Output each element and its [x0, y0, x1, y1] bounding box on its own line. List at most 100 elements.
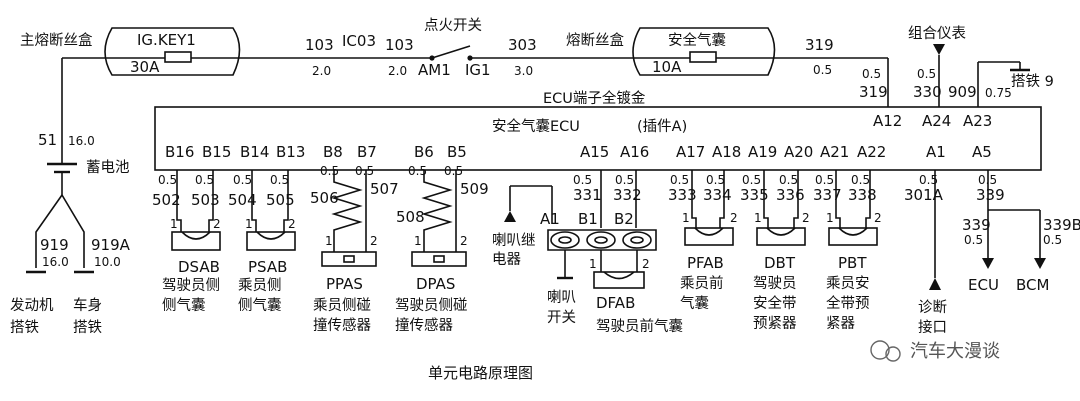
dbt-squib-icon — [766, 227, 796, 236]
horn-and-dfab-circuit: 喇叭继 电器 0.5 331 0.5 332 A1 B1 B2 喇叭 开关 1 … — [492, 170, 683, 335]
wire-334: 334 — [703, 186, 732, 204]
horn-relay-line2: 电器 — [492, 251, 521, 268]
pin-a22: A22 — [857, 143, 886, 161]
bcm-output-label: BCM — [1016, 276, 1049, 294]
clock-spring-coil-b1-icon — [586, 231, 616, 249]
pfab-squib-icon — [694, 227, 724, 236]
pbt-pin-2: 2 — [874, 211, 882, 225]
pin-a15: A15 — [580, 143, 609, 161]
pbt-code: PBT — [838, 254, 867, 272]
ppas-name-line2: 撞传感器 — [313, 316, 371, 334]
dsab-code: DSAB — [178, 258, 220, 276]
pfab-pin-2: 2 — [730, 211, 738, 225]
pin-b8: B8 — [323, 143, 343, 161]
clock-spring-housing — [547, 229, 657, 251]
wire-502: 502 — [152, 191, 181, 209]
pin-a21: A21 — [820, 143, 849, 161]
watermark: 汽车大漫谈 — [870, 340, 1000, 362]
airbag-fuse-box-housing — [632, 27, 776, 76]
wire-330: 330 — [913, 83, 942, 101]
clock-spring-coil-b2-icon — [622, 231, 652, 249]
main-fuse-box-label: 主熔断丝盒 — [20, 32, 93, 49]
wire-339b: 339B — [1043, 216, 1080, 234]
am1-label: AM1 — [418, 61, 451, 79]
wire-333: 333 — [668, 186, 697, 204]
pin-b14: B14 — [240, 143, 269, 161]
pbt-connector — [828, 227, 878, 246]
gauge-336: 0.5 — [779, 173, 798, 187]
dbt-name-line2: 安全带 — [753, 294, 797, 312]
dbt-circuit: 0.5 335 0.5 336 1 2 DBT 驾驶员 安全带 预紧器 — [740, 170, 810, 332]
dpas-name-line1: 驾驶员侧碰 — [395, 297, 468, 314]
wire-339-a5: 339 — [976, 186, 1005, 204]
gauge-919: 16.0 — [42, 255, 69, 269]
wire-332: 332 — [613, 186, 642, 204]
dpas-circuit: 0.5 508 0.5 509 1 2 DPAS 驾驶员侧碰 撞传感器 — [395, 164, 489, 334]
dsab-name-line1: 驾驶员侧 — [162, 277, 220, 294]
airbag-ecu-box — [154, 106, 1042, 171]
gauge-a24: 0.5 — [917, 67, 936, 81]
psab-squib-icon — [256, 231, 286, 240]
dpas-name-line2: 撞传感器 — [395, 316, 453, 334]
pin-a20: A20 — [784, 143, 813, 161]
wire-335: 335 — [740, 186, 769, 204]
dpas-pin-1: 1 — [414, 234, 422, 248]
engine-ground-line1: 发动机 — [10, 297, 54, 314]
gauge-504: 0.5 — [233, 173, 252, 187]
diag-line1: 诊断 — [918, 299, 947, 316]
diagnostic-circuit: 0.5 301A 诊断 接口 — [904, 170, 947, 336]
clock-spring-coil-a1-icon — [550, 231, 580, 249]
gauge-333: 0.5 — [670, 173, 689, 187]
wire-507: 507 — [370, 180, 399, 198]
pfab-code: PFAB — [687, 254, 724, 272]
wire-504: 504 — [228, 191, 257, 209]
wire-909: 909 — [948, 83, 977, 101]
ecu-bottom-pins: B16 B15 B14 B13 B8 B7 B6 B5 A15 A16 A17 … — [165, 143, 992, 161]
pin-a19: A19 — [748, 143, 777, 161]
ppas-name-line1: 乘员侧碰 — [313, 297, 371, 314]
gauge-502: 0.5 — [158, 173, 177, 187]
ignition-switch-label: 点火开关 — [424, 17, 482, 34]
wire-303: 303 — [508, 36, 537, 54]
dfab-name: 驾驶员前气囊 — [596, 318, 683, 335]
pin-a12: A12 — [873, 112, 902, 130]
ecu-name: 安全气囊ECU — [492, 117, 580, 135]
wire-508: 508 — [396, 208, 425, 226]
dbt-connector — [756, 227, 806, 246]
pbt-name-line3: 紧器 — [826, 315, 855, 332]
dbt-code: DBT — [764, 254, 796, 272]
wire-103b: 103 — [385, 36, 414, 54]
pfab-pin-1: 1 — [682, 211, 690, 225]
ig-key-label: IG.KEY1 — [137, 31, 196, 49]
body-ground-line1: 车身 — [73, 297, 102, 314]
gauge-339: 0.5 — [964, 233, 983, 247]
pfab-circuit: 0.5 333 0.5 334 1 2 PFAB 乘员前 气囊 — [668, 170, 738, 312]
wire-319-top: 319 — [805, 36, 834, 54]
body-ground-wire — [61, 194, 85, 268]
pin-a1: A1 — [926, 143, 946, 161]
psab-name-line2: 侧气囊 — [238, 297, 282, 314]
clock-spring-b2: B2 — [614, 210, 634, 228]
pin-b6: B6 — [414, 143, 434, 161]
gauge-909: 0.75 — [985, 86, 1012, 100]
wire-103a: 103 — [305, 36, 334, 54]
bcm-output-arrow-icon — [1034, 258, 1046, 269]
wire-919: 919 — [40, 236, 69, 254]
pin-a17: A17 — [676, 143, 705, 161]
ppas-code: PPAS — [326, 275, 363, 293]
psab-pin-1: 1 — [245, 217, 253, 231]
dpas-code: DPAS — [416, 275, 455, 293]
pin-b16: B16 — [165, 143, 194, 161]
gauge-508: 0.5 — [408, 164, 427, 178]
wire-336: 336 — [776, 186, 805, 204]
pfab-name-line1: 乘员前 — [680, 275, 724, 292]
main-fuse-box-housing — [104, 27, 241, 76]
pin-a18: A18 — [712, 143, 741, 161]
pin-b15: B15 — [202, 143, 231, 161]
horn-switch-line2: 开关 — [547, 309, 576, 326]
wire-301a: 301A — [904, 186, 944, 204]
fuse-30a-label: 30A — [130, 58, 160, 76]
ecu-output-label: ECU — [968, 276, 999, 294]
watermark-text: 汽车大漫谈 — [910, 341, 1000, 362]
